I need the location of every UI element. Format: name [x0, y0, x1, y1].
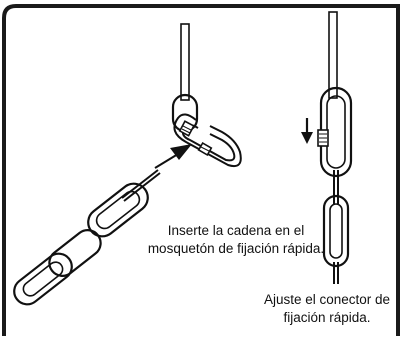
right-chain: [322, 170, 350, 284]
right-rope: [328, 11, 338, 99]
left-chain: [13, 169, 161, 306]
insert-caption-line-1: Inserte la cadena en el: [167, 223, 305, 238]
insert-caption-line-2: mosquetón de fijación rápida.: [147, 241, 325, 256]
left-gate-thread: [197, 141, 213, 157]
insert-arrow: [154, 144, 192, 169]
left-rope: [180, 23, 190, 101]
right-sleeve: [317, 129, 329, 147]
insert-caption: Inserte la cadena en el mosquetón de fij…: [140, 222, 332, 258]
panel-border: [2, 4, 400, 336]
adjust-caption-line-2: fijación rápida.: [283, 310, 371, 325]
left-gate-sleeve: [178, 120, 195, 137]
adjust-caption-line-1: Ajuste el conector de: [263, 292, 391, 307]
adjust-caption: Ajuste el conector de fijación rápida.: [252, 291, 402, 327]
adjust-arrow: [301, 118, 313, 144]
